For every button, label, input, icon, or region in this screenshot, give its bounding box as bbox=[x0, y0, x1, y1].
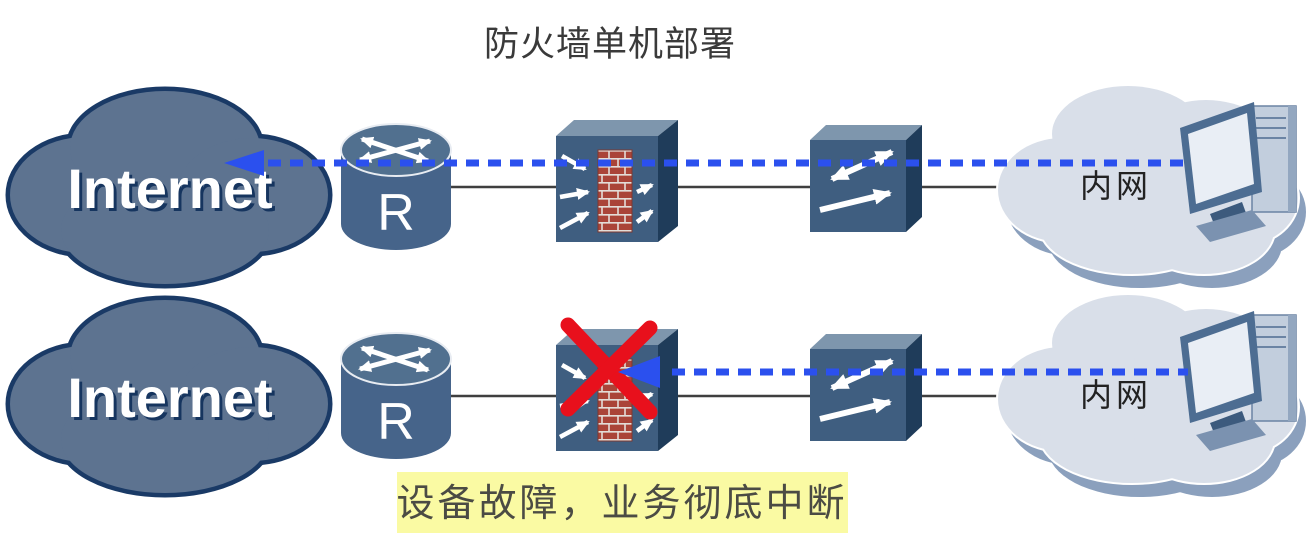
internet-label: Internet bbox=[67, 366, 272, 429]
failure-x-icon bbox=[560, 317, 658, 420]
row-normal-deployment: Internet Internet 内网 R bbox=[10, 84, 1308, 290]
intranet-label: 内网 bbox=[1080, 377, 1152, 413]
row-failed-deployment: Internet Internet 内网 R bbox=[10, 293, 1308, 499]
internet-label-shadow: Internet bbox=[70, 369, 275, 432]
switch-icon bbox=[810, 334, 922, 441]
router-label: R bbox=[377, 393, 415, 451]
caption-text: 设备故障，业务彻底中断 bbox=[396, 483, 847, 525]
intranet-label: 内网 bbox=[1080, 168, 1152, 204]
failure-caption: 设备故障，业务彻底中断 bbox=[396, 472, 848, 533]
caption-highlight bbox=[397, 472, 848, 533]
diagram-title: 防火墙单机部署 bbox=[484, 25, 736, 64]
traffic-flow-arrowhead-icon bbox=[618, 356, 660, 388]
switch-icon bbox=[810, 125, 922, 232]
firewall-icon bbox=[556, 120, 678, 242]
internet-label-shadow: Internet bbox=[70, 160, 275, 223]
router-label: R bbox=[377, 184, 415, 242]
traffic-flow-arrowhead-icon bbox=[224, 150, 264, 176]
firewall-icon-failed bbox=[556, 329, 678, 451]
